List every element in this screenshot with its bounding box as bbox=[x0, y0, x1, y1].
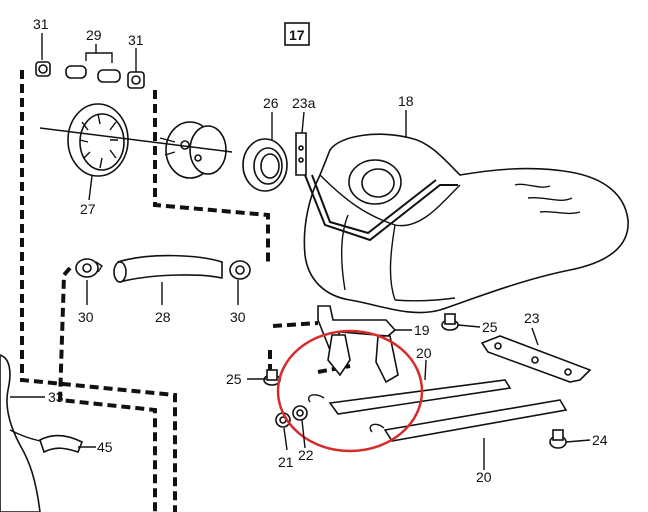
hose-29 bbox=[65, 44, 121, 83]
label-30-left: 30 bbox=[78, 309, 94, 325]
label-26: 26 bbox=[263, 95, 279, 111]
strap-20-lower bbox=[369, 399, 568, 442]
bracket-19 bbox=[317, 305, 399, 384]
bolt-25-lower bbox=[263, 369, 281, 386]
label-23: 23 bbox=[524, 310, 540, 326]
hose-28 bbox=[113, 254, 223, 284]
fuel-tank-18 bbox=[303, 133, 629, 314]
strap-20-upper bbox=[308, 379, 512, 415]
label-23a: 23a bbox=[292, 95, 316, 111]
fuel-sender-unit bbox=[159, 121, 227, 179]
clamp-31-right bbox=[127, 71, 145, 89]
nut-21 bbox=[275, 412, 291, 428]
label-19: 19 bbox=[414, 322, 430, 338]
label-25-upper: 25 bbox=[482, 319, 498, 335]
bracket-23a bbox=[295, 132, 307, 176]
filler-neck-33 bbox=[0, 354, 84, 512]
label-24: 24 bbox=[592, 432, 608, 448]
label-20-lower: 20 bbox=[476, 469, 492, 485]
bolt-25-upper bbox=[441, 313, 459, 331]
label-25-lower: 25 bbox=[226, 371, 242, 387]
bracket-23 bbox=[480, 335, 592, 383]
seal-ring-26 bbox=[242, 138, 288, 192]
clamp-31-left bbox=[35, 61, 51, 77]
label-29: 29 bbox=[86, 27, 102, 43]
label-27: 27 bbox=[80, 201, 96, 217]
locking-ring-27 bbox=[67, 103, 129, 177]
label-28: 28 bbox=[155, 309, 171, 325]
tank-strap-hanger bbox=[304, 174, 458, 242]
highlight-circle bbox=[276, 329, 424, 453]
label-45: 45 bbox=[97, 439, 113, 455]
label-31-left: 31 bbox=[33, 16, 49, 32]
assembly-guide-lines bbox=[20, 70, 351, 512]
label-18: 18 bbox=[398, 93, 414, 109]
label-21: 21 bbox=[278, 454, 294, 470]
clamp-30-left bbox=[75, 258, 103, 278]
clamp-30-right bbox=[229, 260, 251, 280]
label-22: 22 bbox=[298, 447, 314, 463]
label-20-upper: 20 bbox=[416, 345, 432, 361]
figure-number: 17 bbox=[289, 27, 305, 43]
bolt-24 bbox=[549, 429, 567, 449]
washer-22 bbox=[292, 405, 308, 421]
part-labels: 31 29 31 26 23a 18 27 30 28 30 19 25 23 … bbox=[33, 16, 608, 485]
label-31-right: 31 bbox=[128, 32, 144, 48]
leader-lines bbox=[10, 33, 591, 470]
label-30-right: 30 bbox=[230, 309, 246, 325]
figure-number-box: 17 bbox=[284, 22, 310, 46]
label-33: 33 bbox=[48, 389, 64, 405]
